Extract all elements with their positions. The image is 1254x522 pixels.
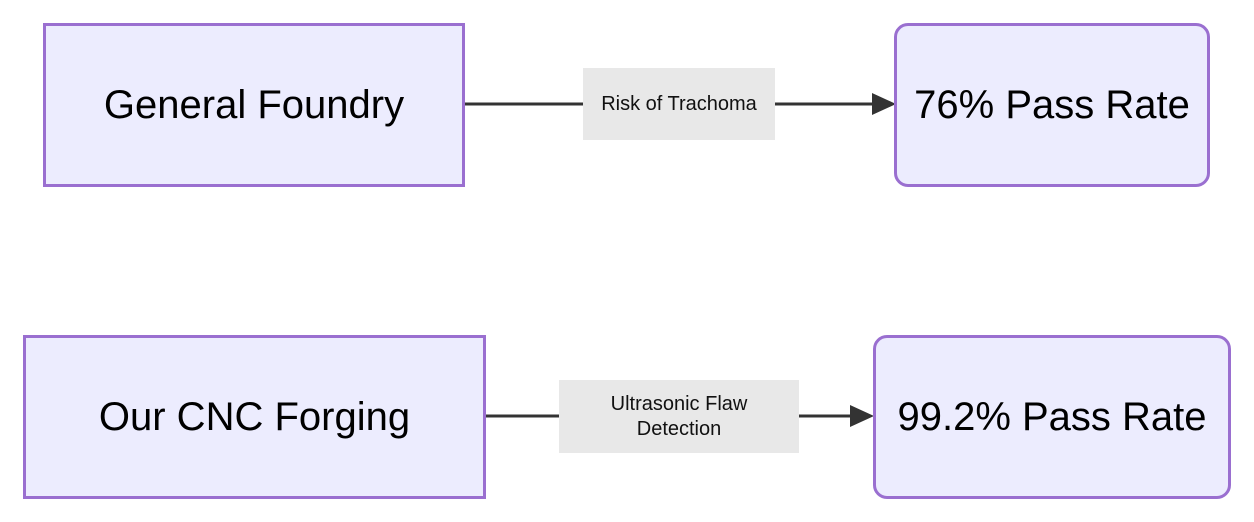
edge-label-ultrasonic-line1: Ultrasonic Flaw <box>610 392 748 415</box>
node-76-pass-rate-label: 76% Pass Rate <box>914 82 1190 127</box>
edge-label-ultrasonic-line2: Detection <box>636 417 722 440</box>
edge-label-risk-text: Risk of Trachoma <box>601 92 757 115</box>
node-99-pass-rate: 99.2% Pass Rate <box>873 335 1231 499</box>
node-our-cnc-forging: Our CNC Forging <box>23 335 486 499</box>
arrowhead-cnc <box>850 405 874 427</box>
node-76-pass-rate: 76% Pass Rate <box>894 23 1210 187</box>
node-general-foundry: General Foundry <box>43 23 465 187</box>
edge-label-ultrasonic: Ultrasonic Flaw Detection <box>559 380 799 453</box>
edge-label-risk: Risk of Trachoma <box>583 68 775 140</box>
node-our-cnc-forging-label: Our CNC Forging <box>98 394 411 439</box>
node-general-foundry-label: General Foundry <box>103 82 405 127</box>
arrowhead-foundry <box>872 93 896 115</box>
node-99-pass-rate-label: 99.2% Pass Rate <box>897 394 1207 439</box>
